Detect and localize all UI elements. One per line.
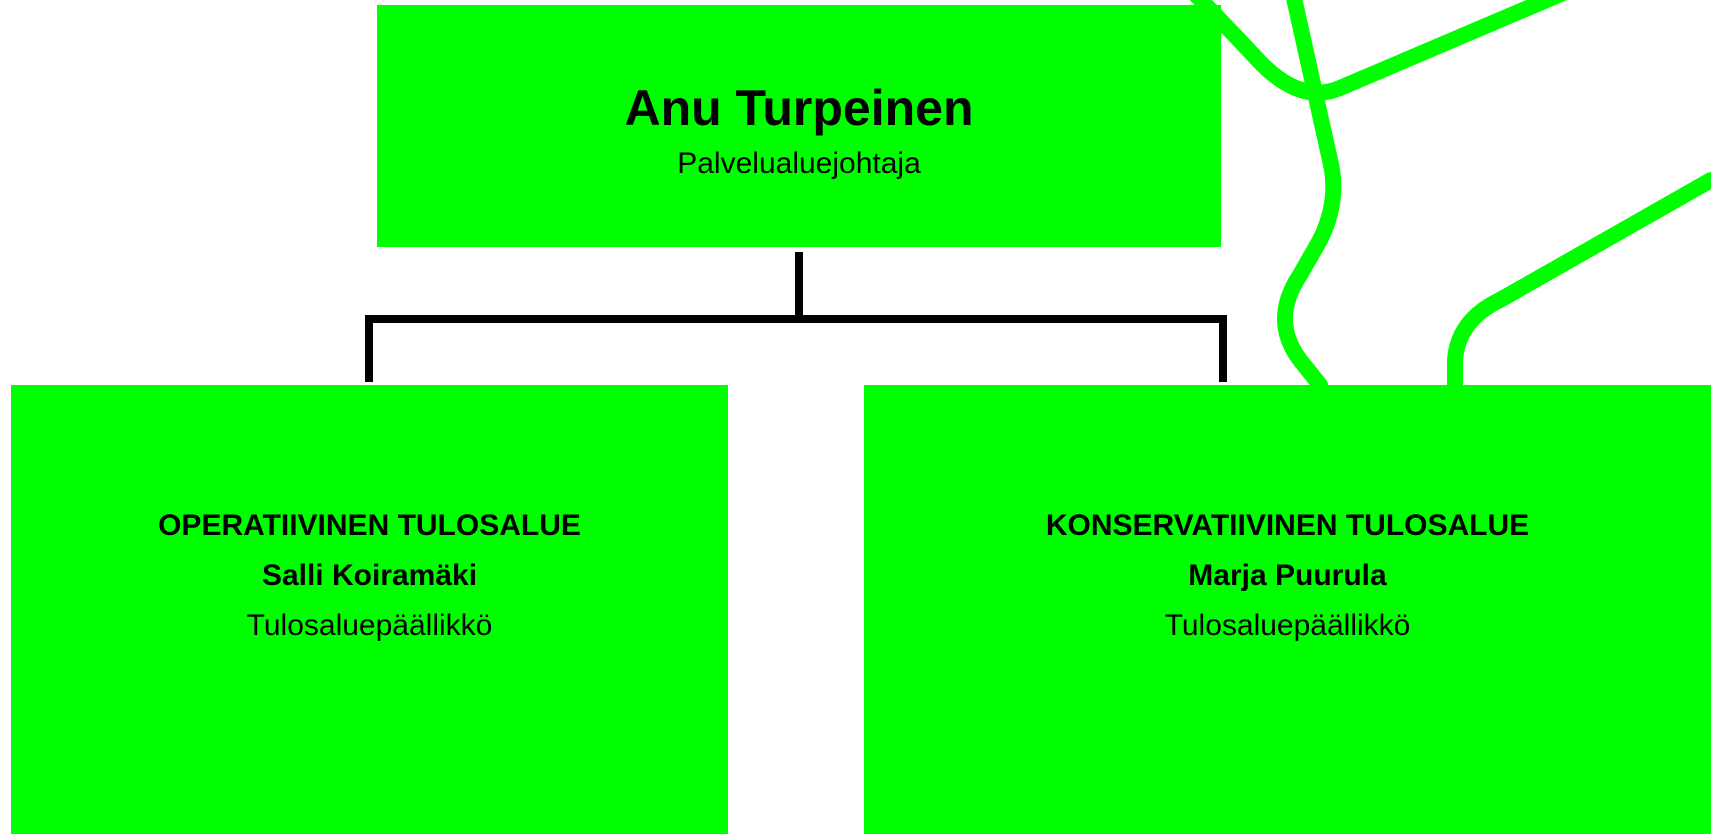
unit-label: OPERATIIVINEN TULOSALUE: [158, 509, 581, 542]
unit-box-conservative: KONSERVATIIVINEN TULOSALUE Marja Puurula…: [864, 385, 1711, 834]
director-name: Anu Turpeinen: [624, 80, 974, 136]
director-box: Anu Turpeinen Palvelualuejohtaja: [377, 5, 1221, 247]
unit-box-operative: OPERATIIVINEN TULOSALUE Salli Koiramäki …: [11, 385, 728, 834]
unit-manager-title: Tulosaluepäällikkö: [1164, 609, 1411, 642]
unit-label: KONSERVATIIVINEN TULOSALUE: [1045, 509, 1530, 542]
decor-curve-2: [1277, 0, 1342, 393]
unit-manager-name: Salli Koiramäki: [261, 559, 478, 592]
unit-manager-title: Tulosaluepäällikkö: [246, 609, 493, 642]
unit-manager-name: Marja Puurula: [1188, 559, 1387, 592]
decor-curve-3: [1447, 172, 1711, 393]
director-title: Palvelualuejohtaja: [677, 147, 921, 180]
unit-box-content: KONSERVATIIVINEN TULOSALUE Marja Puurula…: [1046, 501, 1529, 651]
unit-box-content: OPERATIIVINEN TULOSALUE Salli Koiramäki …: [158, 501, 581, 651]
connector-horizontal: [365, 315, 1227, 382]
